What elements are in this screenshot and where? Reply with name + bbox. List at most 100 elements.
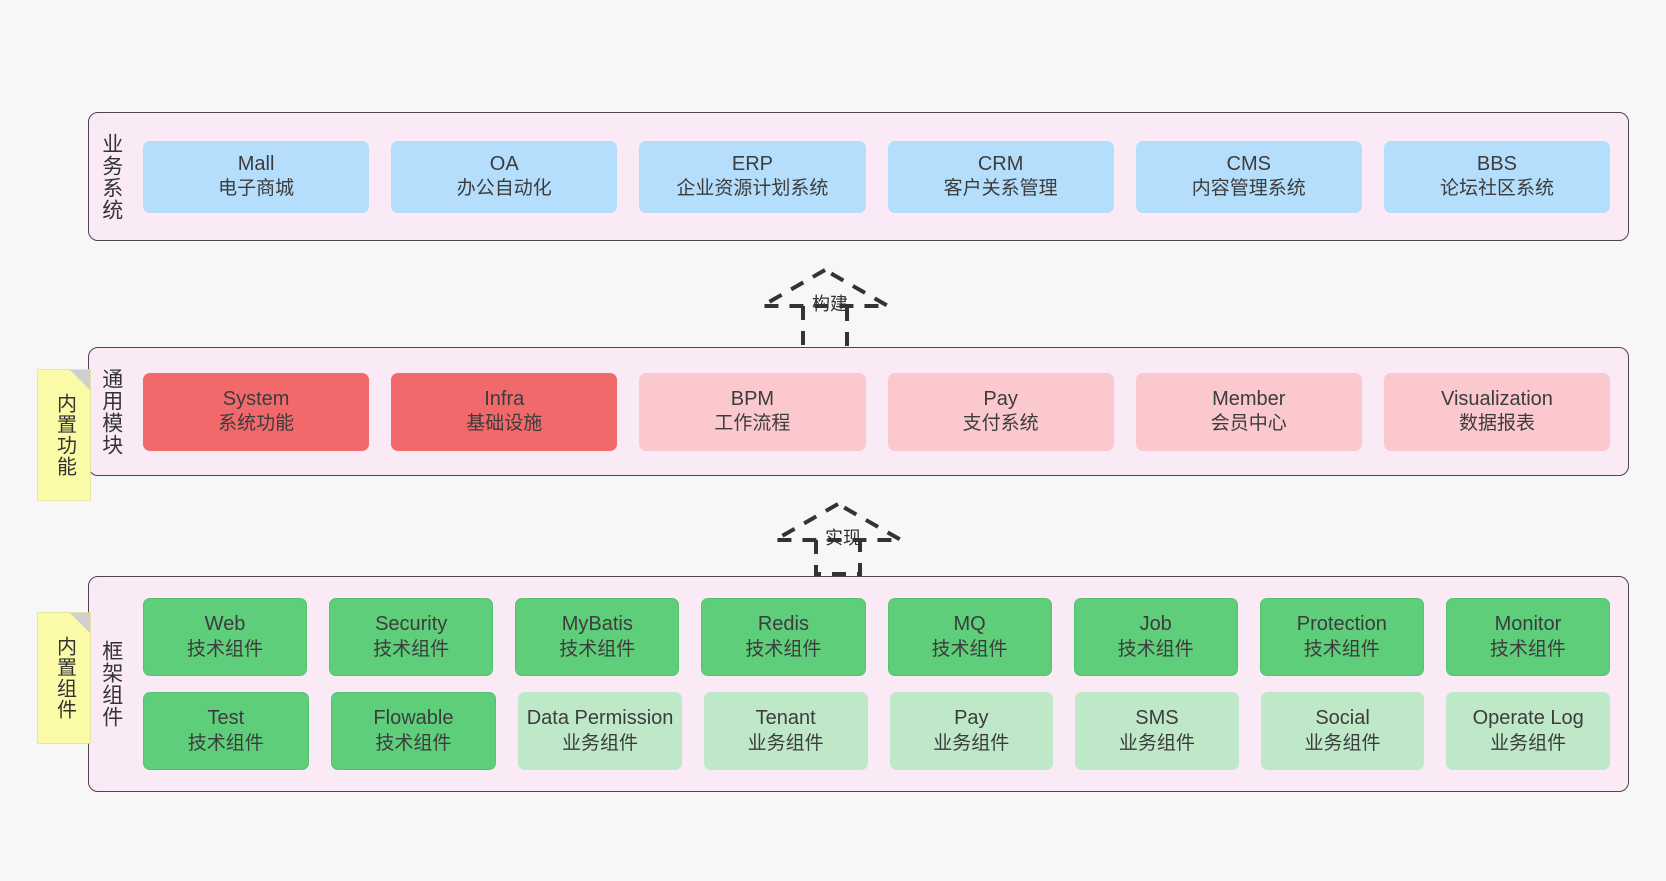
node-subtitle: 业务组件 bbox=[1490, 732, 1567, 754]
layer-title-framework-component: 框架组件 bbox=[99, 640, 123, 728]
node-job[interactable]: Job 技术组件 bbox=[1073, 598, 1238, 676]
note-fold-icon bbox=[70, 370, 90, 390]
node-security[interactable]: Security 技术组件 bbox=[329, 598, 494, 676]
node-title: Visualization bbox=[1440, 387, 1553, 410]
node-tenant[interactable]: Tenant 业务组件 bbox=[703, 692, 868, 770]
note-builtin-component[interactable]: 内置组件 bbox=[38, 613, 90, 743]
layer-title-common-module: 通用模块 bbox=[99, 367, 123, 456]
layer-row: Mall 电子商城 OA 办公自动化 ERP 企业资源计划系统 CRM 客户关系… bbox=[143, 140, 1611, 213]
node-title: MQ bbox=[953, 613, 986, 636]
node-social[interactable]: Social 业务组件 bbox=[1260, 692, 1425, 770]
node-data-permission[interactable]: Data Permission 业务组件 bbox=[518, 692, 682, 770]
node-mall[interactable]: Mall 电子商城 bbox=[143, 140, 370, 213]
layer-common-module[interactable]: 通用模块 System 系统功能 Infra 基础设施 BPM 工作流程 Pay… bbox=[88, 347, 1629, 476]
node-subtitle: 业务组件 bbox=[747, 732, 824, 754]
node-title: System bbox=[222, 387, 290, 410]
node-title: Web bbox=[204, 613, 246, 636]
node-title: Pay bbox=[983, 387, 1018, 410]
node-subtitle: 工作流程 bbox=[714, 413, 791, 435]
node-title: Protection bbox=[1296, 613, 1387, 636]
node-subtitle: 内容管理系统 bbox=[1191, 178, 1306, 200]
node-subtitle: 数据报表 bbox=[1458, 413, 1535, 435]
connector-implement: 实现 bbox=[767, 492, 918, 592]
node-bbs[interactable]: BBS 论坛社区系统 bbox=[1383, 140, 1611, 213]
layer-business-system[interactable]: 业务系统 Mall 电子商城 OA 办公自动化 ERP 企业资源计划系统 CRM… bbox=[88, 112, 1629, 241]
node-flowable[interactable]: Flowable 技术组件 bbox=[330, 692, 497, 770]
node-title: Social bbox=[1315, 707, 1370, 730]
node-title: Redis bbox=[757, 613, 809, 636]
note-builtin-function[interactable]: 内置功能 bbox=[38, 370, 90, 500]
node-sms[interactable]: SMS 业务组件 bbox=[1075, 692, 1239, 770]
layer-body-common-module: System 系统功能 Infra 基础设施 BPM 工作流程 Pay 支付系统… bbox=[133, 348, 1628, 475]
node-subtitle: 办公自动化 bbox=[456, 178, 552, 200]
node-subtitle: 基础设施 bbox=[466, 413, 543, 435]
node-subtitle: 技术组件 bbox=[931, 638, 1008, 660]
node-title: OA bbox=[489, 152, 519, 175]
node-redis[interactable]: Redis 技术组件 bbox=[701, 598, 866, 676]
layer-row: Web 技术组件 Security 技术组件 MyBatis 技术组件 Redi… bbox=[143, 598, 1610, 676]
node-operate-log[interactable]: Operate Log 业务组件 bbox=[1446, 692, 1610, 770]
node-title: Test bbox=[207, 707, 245, 730]
generalization-arrow-icon bbox=[754, 267, 896, 356]
node-title: BPM bbox=[730, 387, 775, 410]
node-subtitle: 技术组件 bbox=[1117, 638, 1194, 660]
layer-body-framework-component: Web 技术组件 Security 技术组件 MyBatis 技术组件 Redi… bbox=[133, 577, 1628, 791]
generalization-arrow-icon bbox=[767, 501, 909, 576]
layer-title-business-system: 业务系统 bbox=[99, 132, 123, 221]
node-test[interactable]: Test 技术组件 bbox=[143, 692, 309, 770]
node-visualization[interactable]: Visualization 数据报表 bbox=[1383, 372, 1611, 451]
note-fold-icon bbox=[70, 613, 90, 633]
node-cms[interactable]: CMS 内容管理系统 bbox=[1135, 140, 1362, 213]
node-title: Member bbox=[1212, 387, 1286, 410]
node-mq[interactable]: MQ 技术组件 bbox=[887, 598, 1052, 676]
node-pay[interactable]: Pay 支付系统 bbox=[887, 372, 1114, 451]
node-oa[interactable]: OA 办公自动化 bbox=[391, 140, 618, 213]
layer-row: Test 技术组件 Flowable 技术组件 Data Permission … bbox=[143, 692, 1610, 770]
node-title: Security bbox=[375, 613, 448, 636]
node-title: Mall bbox=[237, 152, 275, 175]
node-subtitle: 技术组件 bbox=[745, 638, 822, 660]
node-subtitle: 技术组件 bbox=[187, 638, 264, 660]
layer-framework-component[interactable]: 框架组件 Web 技术组件 Security 技术组件 MyBatis 技术组件… bbox=[88, 576, 1629, 792]
node-title: CRM bbox=[977, 152, 1024, 175]
node-title: Operate Log bbox=[1472, 707, 1584, 730]
node-title: ERP bbox=[731, 152, 773, 175]
node-title: Pay bbox=[954, 707, 989, 730]
node-subtitle: 技术组件 bbox=[187, 732, 264, 754]
node-system[interactable]: System 系统功能 bbox=[143, 372, 370, 451]
node-title: Infra bbox=[484, 387, 525, 410]
node-title: MyBatis bbox=[561, 613, 633, 636]
node-subtitle: 业务组件 bbox=[562, 732, 639, 754]
node-subtitle: 技术组件 bbox=[1489, 638, 1566, 660]
node-subtitle: 技术组件 bbox=[375, 732, 452, 754]
node-pay-component[interactable]: Pay 业务组件 bbox=[889, 692, 1054, 770]
node-subtitle: 客户关系管理 bbox=[943, 178, 1058, 200]
layer-body-business-system: Mall 电子商城 OA 办公自动化 ERP 企业资源计划系统 CRM 客户关系… bbox=[133, 113, 1628, 240]
note-text: 内置功能 bbox=[53, 393, 76, 477]
node-subtitle: 技术组件 bbox=[373, 638, 450, 660]
node-member[interactable]: Member 会员中心 bbox=[1135, 372, 1362, 451]
node-subtitle: 技术组件 bbox=[559, 638, 636, 660]
node-subtitle: 业务组件 bbox=[1118, 732, 1195, 754]
node-title: Data Permission bbox=[526, 707, 674, 730]
node-subtitle: 支付系统 bbox=[962, 413, 1039, 435]
node-title: BBS bbox=[1476, 152, 1517, 175]
node-erp[interactable]: ERP 企业资源计划系统 bbox=[639, 140, 866, 213]
node-crm[interactable]: CRM 客户关系管理 bbox=[887, 140, 1114, 213]
node-title: CMS bbox=[1226, 152, 1271, 175]
layer-row: System 系统功能 Infra 基础设施 BPM 工作流程 Pay 支付系统… bbox=[143, 372, 1611, 451]
node-infra[interactable]: Infra 基础设施 bbox=[391, 372, 618, 451]
node-title: Job bbox=[1139, 613, 1172, 636]
connector-implement-label: 实现 bbox=[825, 528, 861, 548]
node-monitor[interactable]: Monitor 技术组件 bbox=[1445, 598, 1610, 676]
node-bpm[interactable]: BPM 工作流程 bbox=[639, 372, 866, 451]
node-web[interactable]: Web 技术组件 bbox=[143, 598, 308, 676]
note-text: 内置组件 bbox=[53, 636, 76, 720]
node-subtitle: 企业资源计划系统 bbox=[676, 178, 829, 200]
node-mybatis[interactable]: MyBatis 技术组件 bbox=[515, 598, 680, 676]
node-title: Flowable bbox=[373, 707, 454, 730]
node-protection[interactable]: Protection 技术组件 bbox=[1259, 598, 1424, 676]
node-subtitle: 业务组件 bbox=[1304, 732, 1381, 754]
node-title: SMS bbox=[1135, 707, 1179, 730]
